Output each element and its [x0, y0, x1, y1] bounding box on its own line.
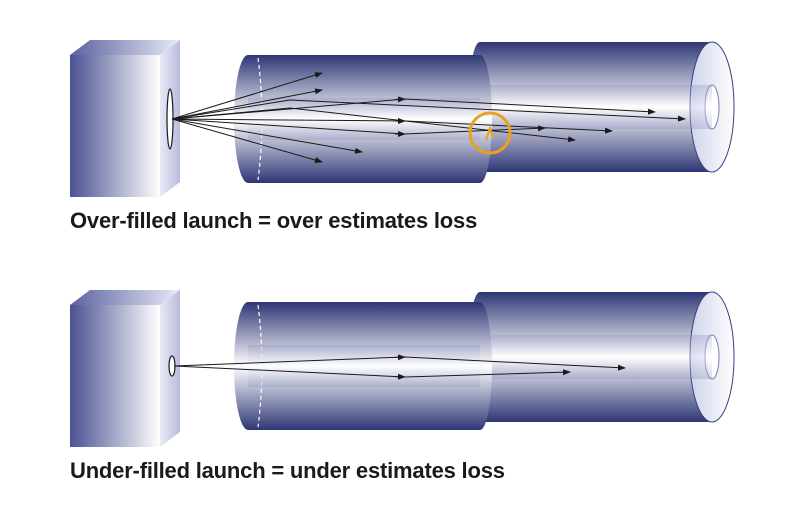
- ray-arrowhead: [395, 99, 405, 100]
- over-filled-panel: [70, 40, 734, 197]
- under-filled-panel: [70, 290, 734, 447]
- light-source-box: [70, 290, 180, 447]
- light-source-box: [70, 40, 180, 197]
- launch-fiber: [234, 55, 492, 183]
- launch-fiber: [234, 302, 492, 430]
- over-filled-caption: Over-filled launch = over estimates loss: [70, 208, 477, 234]
- under-filled-caption: Under-filled launch = under estimates lo…: [70, 458, 505, 484]
- second-fiber: [468, 42, 734, 172]
- second-fiber: [468, 292, 734, 422]
